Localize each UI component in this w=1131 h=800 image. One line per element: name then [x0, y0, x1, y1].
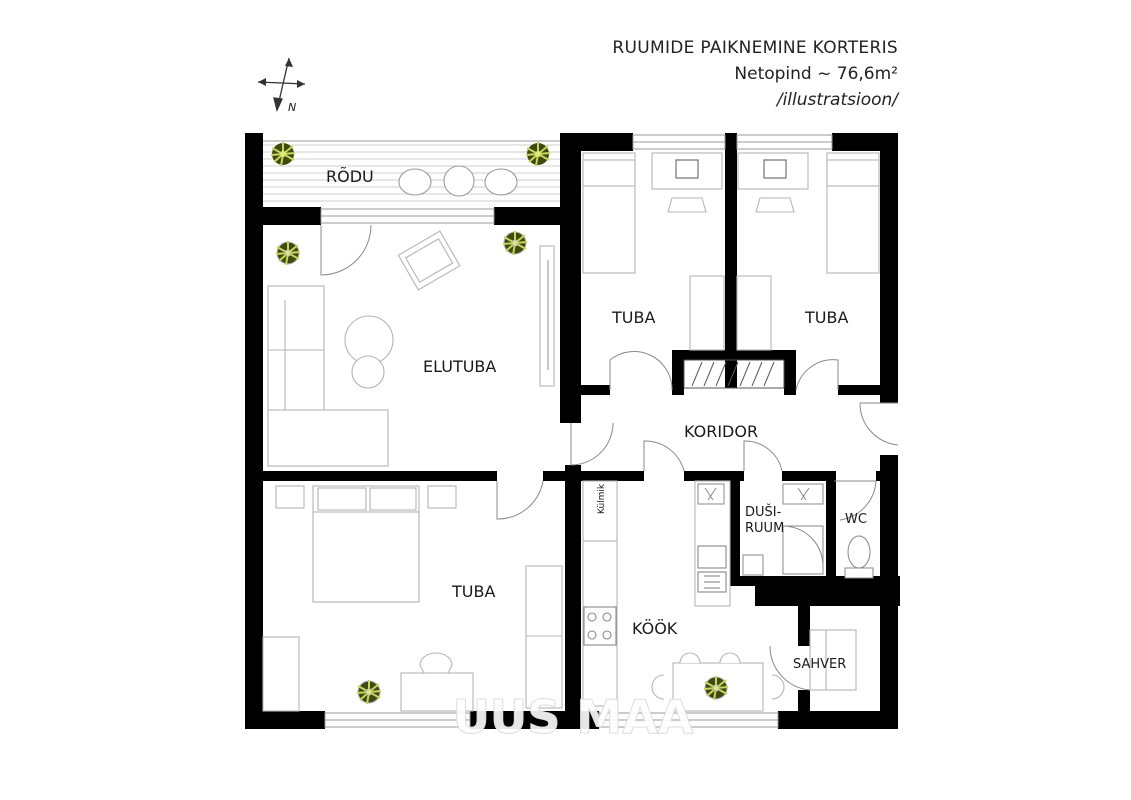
room-label-bedroom-south: TUBA — [451, 582, 495, 601]
plan-title: RUUMIDE PAIKNEMINE KORTERIS — [612, 38, 898, 58]
room-label-bedroom-north-right: TUBA — [804, 308, 848, 327]
plant-icon — [356, 679, 382, 705]
room-label-balcony: RÕDU — [326, 167, 374, 186]
bedroom-north-left-furniture — [582, 152, 725, 351]
doors — [320, 224, 899, 691]
room-label-bedroom-north-left: TUBA — [611, 308, 655, 327]
room-label-living-room: ELUTUBA — [423, 357, 496, 376]
kitchen-furniture — [582, 480, 857, 712]
room-label-shower-line1: DUŠI- — [745, 504, 782, 520]
watermark: UUS MAA — [453, 690, 694, 744]
room-label-corridor: KORIDOR — [684, 422, 758, 441]
living-room-furniture — [267, 230, 555, 467]
balcony — [263, 140, 560, 202]
bedroom-south-furniture — [262, 485, 563, 712]
fridge-label: Külmik — [597, 483, 607, 514]
room-label-kitchen: KÖÖK — [632, 619, 678, 638]
plant-icon — [275, 240, 301, 266]
compass-north-label: N — [288, 101, 296, 114]
walls — [245, 133, 900, 729]
room-label-wc: WC — [845, 512, 867, 527]
bathroom-fixtures — [697, 483, 874, 579]
wardrobe — [683, 359, 785, 389]
bedroom-north-right-furniture — [736, 152, 880, 351]
plant-icon — [525, 141, 551, 167]
room-label-pantry: SAHVER — [793, 657, 846, 672]
plan-note: /illustratsioon/ — [776, 90, 898, 110]
plant-icon — [270, 141, 296, 167]
plant-icon — [502, 230, 528, 256]
compass-icon — [257, 57, 306, 112]
plan-area: Netopind ~ 76,6m² — [734, 64, 898, 84]
room-label-shower-line2: RUUM — [745, 521, 784, 536]
windows — [320, 134, 833, 728]
